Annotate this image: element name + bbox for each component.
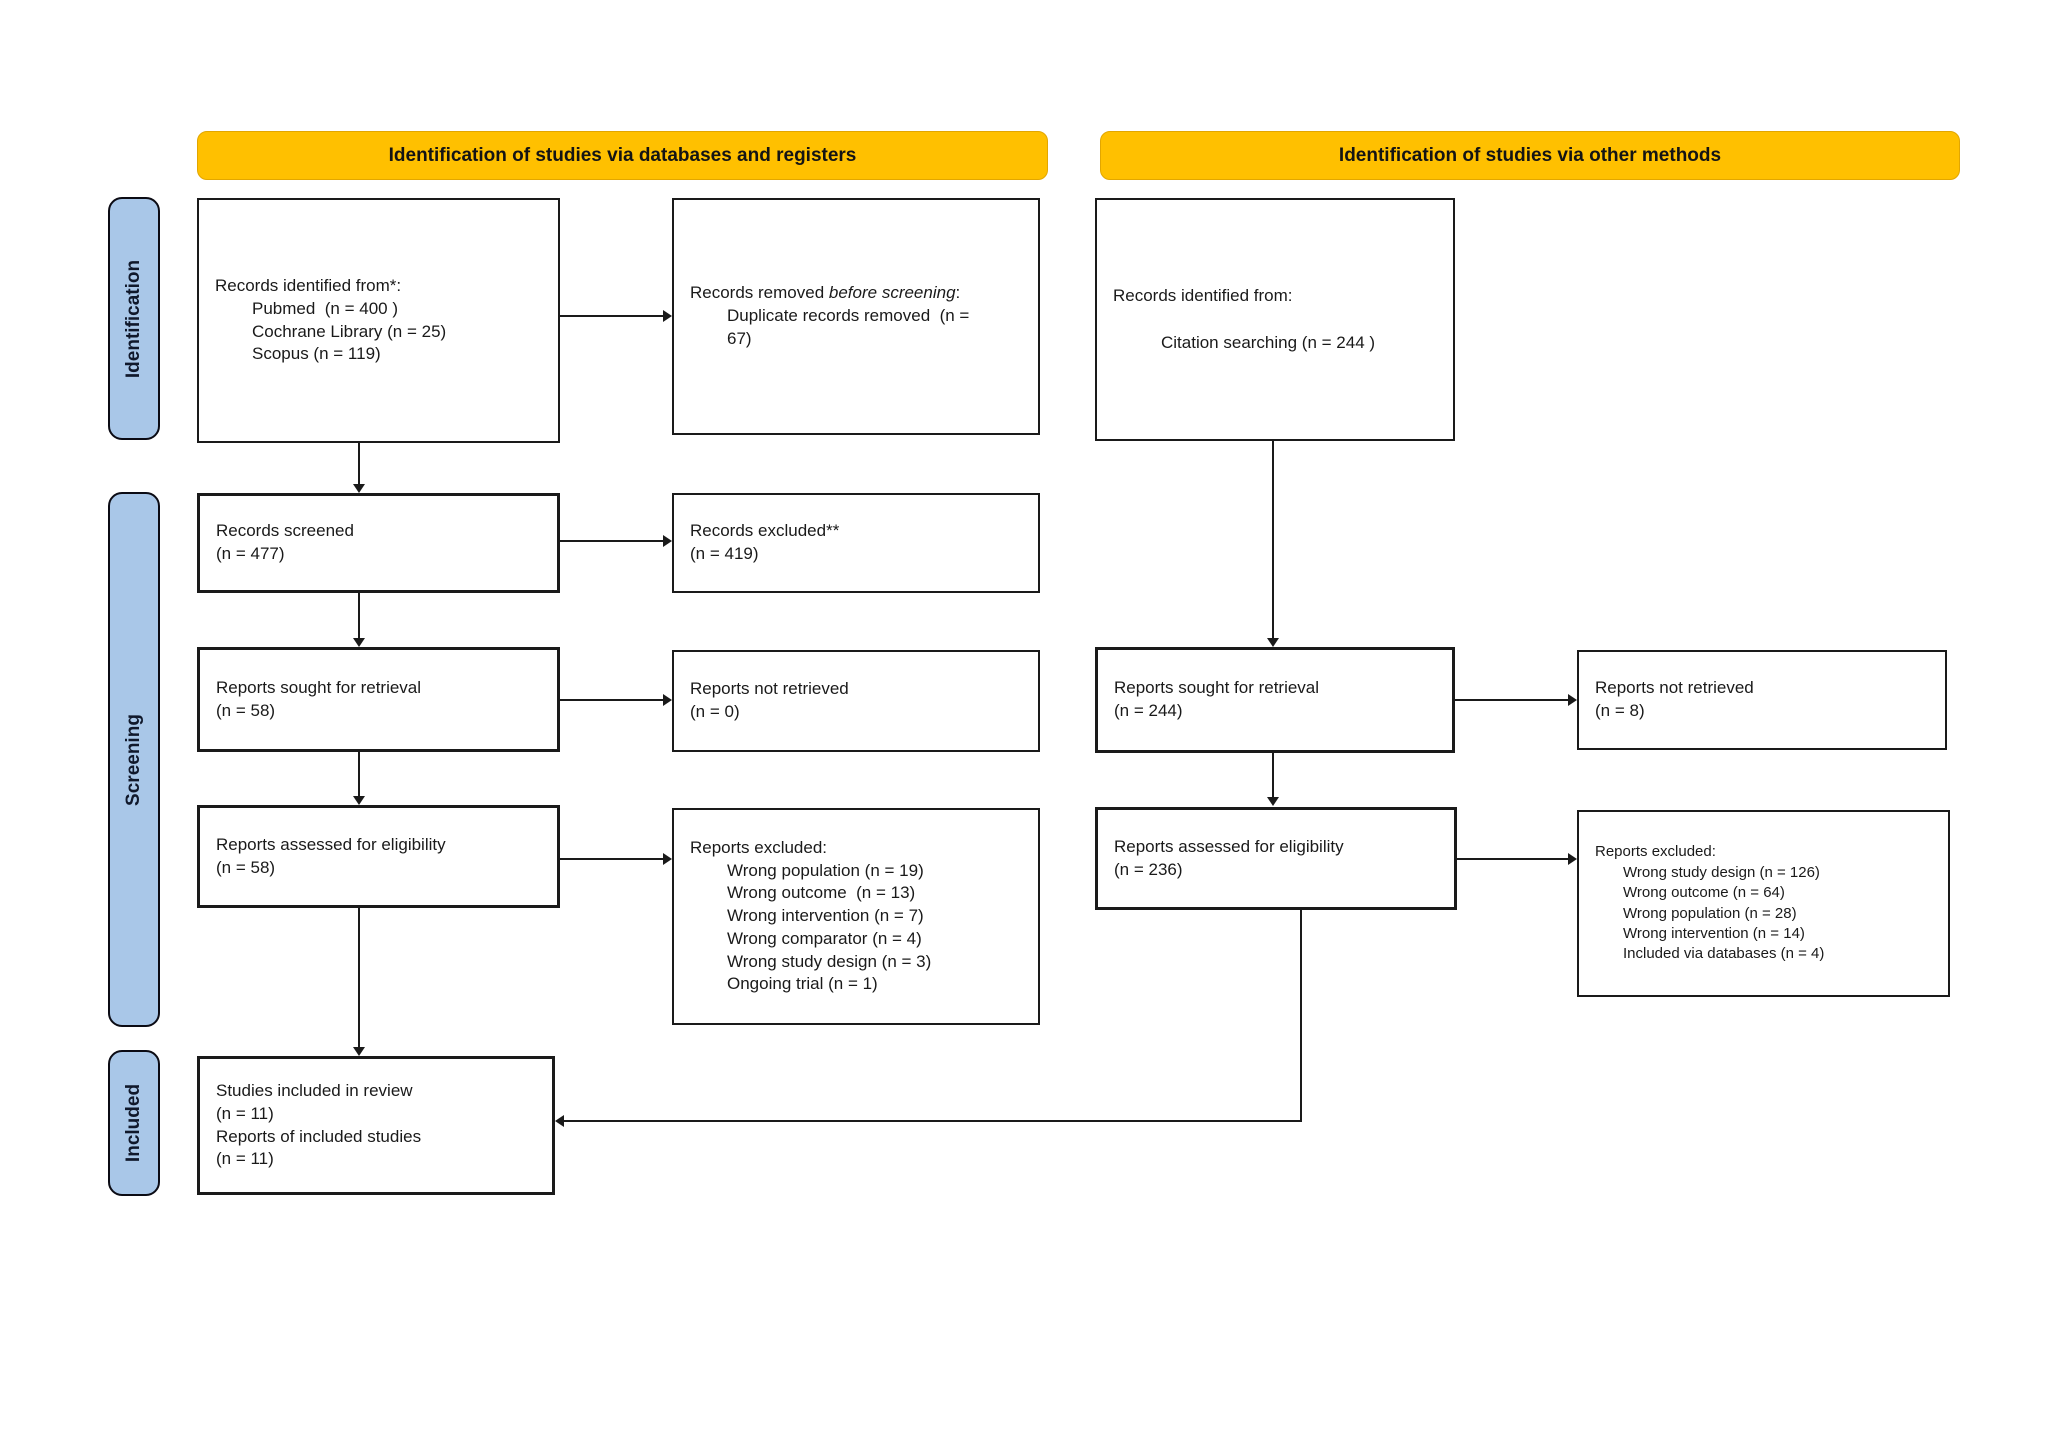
arrowhead-right-icon <box>663 310 672 322</box>
studies-included-count: (n = 11) <box>216 1149 274 1169</box>
reports-excluded-db-item: Ongoing trial (n = 1) <box>727 974 878 994</box>
reports-excluded-db-item: Wrong intervention (n = 7) <box>727 906 924 926</box>
reports-excluded-other-item: Wrong population (n = 28) <box>1623 904 1797 922</box>
records-identified-other-item: Citation searching (n = 244 ) <box>1161 332 1376 352</box>
connector-assessed-to-included <box>358 908 360 1048</box>
box-records-identified-databases: Records identified from*: Pubmed (n = 40… <box>197 198 560 443</box>
connector-sought-to-not-retrieved <box>560 699 664 701</box>
connector-identified-to-removed <box>560 315 664 317</box>
reports-not-retrieved-db-count: (n = 0) <box>690 702 740 721</box>
reports-sought-db-count: (n = 58) <box>216 700 276 720</box>
connector-sought-other-to-assessed <box>1272 753 1274 798</box>
arrowhead-down-icon <box>353 1047 365 1056</box>
stage-included: Included <box>108 1050 160 1196</box>
reports-excluded-other-item: Wrong study design (n = 126) <box>1623 863 1820 881</box>
connector-assessed-other-elbow-horizontal <box>564 1120 1302 1122</box>
reports-excluded-db-title: Reports excluded: <box>690 837 828 857</box>
reports-assessed-db-count: (n = 58) <box>216 857 276 877</box>
connector-citation-to-sought <box>1272 441 1274 638</box>
records-identified-item: Cochrane Library (n = 25) <box>252 321 447 341</box>
reports-excluded-db-item: Wrong study design (n = 3) <box>727 951 932 971</box>
banner-other-label: Identification of studies via other meth… <box>1338 144 1722 166</box>
records-identified-item: Scopus (n = 119) <box>252 344 381 364</box>
box-reports-sought-db: Reports sought for retrieval (n = 58) <box>197 647 560 752</box>
connector-assessed-other-elbow-vertical <box>1300 910 1302 1122</box>
studies-included-line: Reports of included studies <box>216 1126 422 1146</box>
box-reports-assessed-other: Reports assessed for eligibility (n = 23… <box>1095 807 1457 910</box>
reports-not-retrieved-other-line: Reports not retrieved <box>1595 678 1754 698</box>
stage-screening-label: Screening <box>123 713 144 806</box>
reports-assessed-other-line: Reports assessed for eligibility <box>1114 836 1344 856</box>
box-records-removed: Records removed before screening: Duplic… <box>672 198 1040 435</box>
records-removed-item: Duplicate records removed (n = 67) <box>727 306 975 348</box>
records-screened-count: (n = 477) <box>216 544 285 563</box>
arrowhead-right-icon <box>1568 694 1577 706</box>
reports-assessed-other-count: (n = 236) <box>1114 859 1183 879</box>
banner-databases-label: Identification of studies via databases … <box>388 144 857 166</box>
reports-excluded-other-item: Wrong outcome (n = 64) <box>1623 884 1785 902</box>
records-identified-title: Records identified from*: <box>215 275 402 295</box>
reports-not-retrieved-db-line: Reports not retrieved <box>690 679 849 699</box>
box-records-screened: Records screened (n = 477) <box>197 493 560 593</box>
stage-included-label: Included <box>123 1083 144 1163</box>
records-identified-item: Pubmed (n = 400 ) <box>252 298 399 318</box>
arrowhead-right-icon <box>663 535 672 547</box>
records-excluded-count: (n = 419) <box>690 544 759 563</box>
arrowhead-down-icon <box>1267 638 1279 647</box>
box-reports-not-retrieved-other: Reports not retrieved (n = 8) <box>1577 650 1947 750</box>
connector-assessed-to-reports-excluded <box>560 858 664 860</box>
reports-assessed-db-line: Reports assessed for eligibility <box>216 834 446 854</box>
records-identified-other-title: Records identified from: <box>1113 285 1293 305</box>
box-records-excluded: Records excluded** (n = 419) <box>672 493 1040 593</box>
records-screened-line: Records screened <box>216 521 354 541</box>
reports-excluded-other-item: Wrong intervention (n = 14) <box>1623 924 1805 942</box>
stage-screening: Screening <box>108 492 160 1027</box>
reports-excluded-other-item: Included via databases (n = 4) <box>1623 945 1825 963</box>
arrowhead-down-icon <box>353 796 365 805</box>
arrowhead-right-icon <box>663 853 672 865</box>
connector-sought-to-assessed <box>358 752 360 797</box>
arrowhead-left-icon <box>555 1115 564 1127</box>
studies-included-count: (n = 11) <box>216 1103 274 1123</box>
connector-screened-to-sought <box>358 593 360 639</box>
box-reports-assessed-db: Reports assessed for eligibility (n = 58… <box>197 805 560 908</box>
reports-sought-other-line: Reports sought for retrieval <box>1114 678 1320 698</box>
arrowhead-down-icon <box>353 638 365 647</box>
box-reports-sought-other: Reports sought for retrieval (n = 244) <box>1095 647 1455 753</box>
records-removed-title: Records removed before screening: <box>690 283 961 303</box>
box-reports-not-retrieved-db: Reports not retrieved (n = 0) <box>672 650 1040 752</box>
studies-included-line: Studies included in review <box>216 1080 413 1100</box>
reports-excluded-db-item: Wrong outcome (n = 13) <box>727 883 916 903</box>
banner-other-methods: Identification of studies via other meth… <box>1100 131 1960 180</box>
box-reports-excluded-other: Reports excluded: Wrong study design (n … <box>1577 810 1950 997</box>
arrowhead-right-icon <box>1568 853 1577 865</box>
box-studies-included: Studies included in review (n = 11) Repo… <box>197 1056 555 1195</box>
box-records-identified-other: Records identified from: Citation search… <box>1095 198 1455 441</box>
stage-identification-label: Identification <box>123 259 145 378</box>
reports-excluded-db-item: Wrong population (n = 19) <box>727 860 924 880</box>
reports-not-retrieved-other-count: (n = 8) <box>1595 701 1645 720</box>
reports-excluded-db-item: Wrong comparator (n = 4) <box>727 928 922 948</box>
stage-identification: Identification <box>108 197 160 440</box>
connector-assessed-other-to-excluded <box>1457 858 1569 860</box>
reports-excluded-other-title: Reports excluded: <box>1595 843 1716 861</box>
connector-sought-other-to-not-retrieved <box>1455 699 1569 701</box>
connector-identified-to-screened <box>358 443 360 485</box>
box-reports-excluded-db: Reports excluded: Wrong population (n = … <box>672 808 1040 1025</box>
arrowhead-down-icon <box>1267 797 1279 806</box>
records-excluded-line: Records excluded** <box>690 521 840 541</box>
banner-databases-registers: Identification of studies via databases … <box>197 131 1048 180</box>
reports-sought-other-count: (n = 244) <box>1114 701 1183 720</box>
reports-sought-db-line: Reports sought for retrieval <box>216 677 422 697</box>
connector-screened-to-excluded <box>560 540 664 542</box>
arrowhead-down-icon <box>353 484 365 493</box>
arrowhead-right-icon <box>663 694 672 706</box>
